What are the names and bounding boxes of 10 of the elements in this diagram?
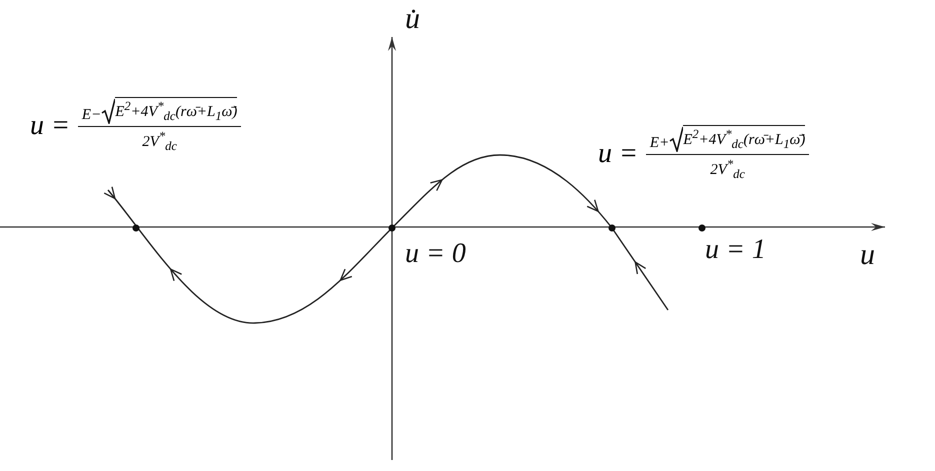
equation-text: u =	[30, 110, 70, 142]
numerator-text: E+	[650, 135, 670, 152]
point-label: u = 0	[405, 238, 466, 270]
axis-label: u	[860, 238, 875, 272]
point-label: u = 1	[705, 234, 766, 266]
equation-text: u =	[598, 138, 638, 170]
radicand-text: E$^{2}$+4V$^{*}$$_{dc}$(rω̄+L$_{1}$ω̄̇)	[115, 97, 238, 124]
radicand-text: E$^{2}$+4V$^{*}$$_{dc}$(rω̄+L$_{1}$ω̄̇)	[683, 125, 806, 152]
axis-label: u̇	[405, 2, 420, 36]
numerator-text: E−	[82, 107, 102, 124]
